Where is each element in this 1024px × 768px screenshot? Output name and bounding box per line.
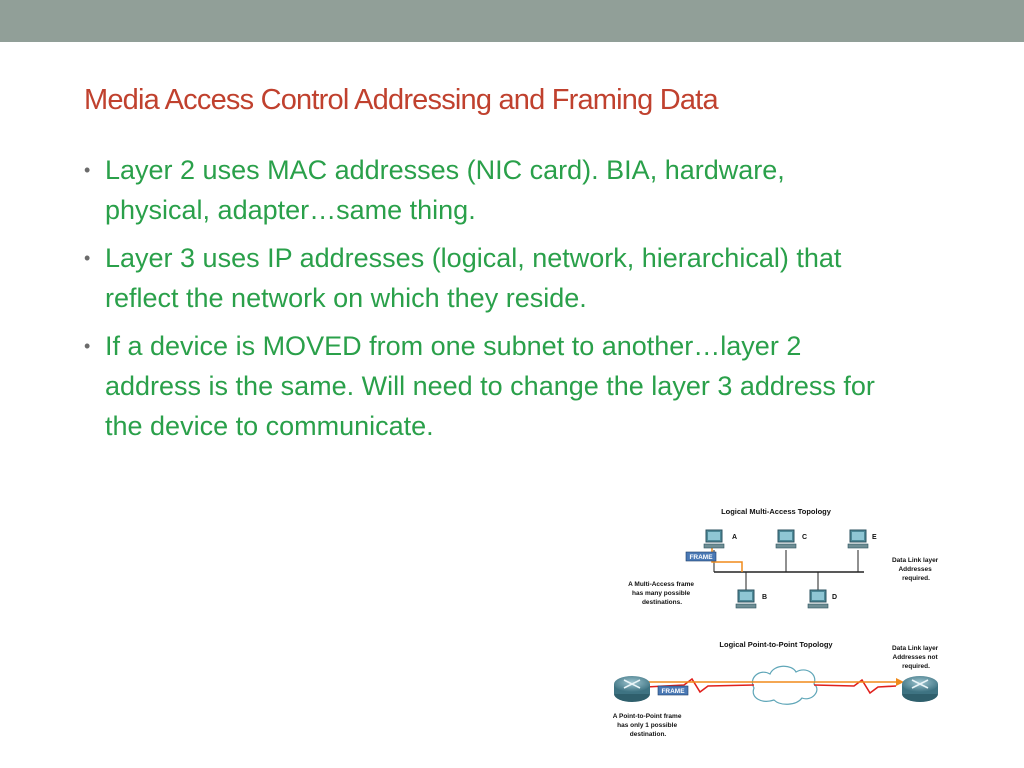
bullet-marker: • [84,160,91,180]
router-left-icon [613,675,651,703]
bullet-item-layer2: • Layer 2 uses MAC addresses (NIC card).… [84,150,884,230]
multi-access-note-left: A Multi-Access frame has many possible d… [628,581,696,606]
slide-title: Media Access Control Addressing and Fram… [84,84,719,116]
multi-access-note-right: Data Link layer Addresses required. [892,557,940,582]
serial-link-left [645,677,755,694]
host-d-computer-icon [807,589,829,609]
bullet-text: Layer 3 uses IP addresses (logical, netw… [105,243,842,313]
top-accent-bar [0,0,1024,42]
bullet-item-layer3: • Layer 3 uses IP addresses (logical, ne… [84,238,884,318]
host-label-d: D [832,594,837,601]
host-a-computer-icon [703,529,725,549]
host-label-b: B [762,594,767,601]
bullet-text: If a device is MOVED from one subnet to … [105,331,875,441]
bullet-list: • Layer 2 uses MAC addresses (NIC card).… [84,150,884,454]
point-to-point-note-left: A Point-to-Point frame has only 1 possib… [613,713,684,738]
wan-cloud-icon [751,665,818,705]
point-to-point-note-right: Data Link layer Addresses not required. [892,645,940,670]
frame-path-line [711,546,743,572]
multi-access-frame-badge: FRAME [689,554,713,561]
multi-access-title: Logical Multi-Access Topology [721,507,832,516]
topology-diagram: Logical Multi-Access Topology A C E B D … [613,507,940,738]
host-label-c: C [802,534,807,541]
host-b-computer-icon [735,589,757,609]
host-label-a: A [732,534,737,541]
host-e-computer-icon [847,529,869,549]
bullet-item-moved-device: • If a device is MOVED from one subnet t… [84,326,884,446]
bullet-text: Layer 2 uses MAC addresses (NIC card). B… [105,155,785,225]
host-c-computer-icon [775,529,797,549]
host-label-e: E [872,534,877,541]
serial-link-right [813,678,897,695]
bullet-marker: • [84,248,91,268]
bullet-marker: • [84,336,91,356]
p2p-frame-badge: FRAME [661,688,685,695]
router-right-icon [901,675,939,703]
point-to-point-title: Logical Point-to-Point Topology [719,640,833,649]
